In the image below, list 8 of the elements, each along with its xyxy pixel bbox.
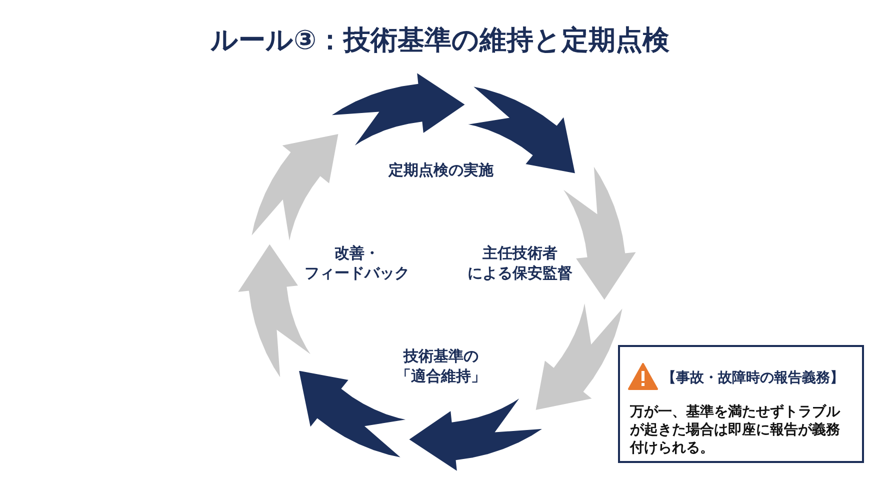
- stage-label: 改善・フィードバック: [304, 242, 410, 284]
- warning-text: 万が一、基準を満たせずトラブルが起きた場合は即座に報告が義務付けられる。: [630, 403, 840, 458]
- warning-panel: [618, 345, 864, 463]
- warning-heading: 【事故・故障時の報告義務】: [662, 369, 844, 387]
- stage-label: 主任技術者による保安監督: [468, 242, 572, 284]
- title: ルール③：技術基準の維持と定期点検: [210, 24, 670, 58]
- stage-label: 定期点検の実施: [388, 160, 494, 180]
- stage-label: 技術基準の「適合維持」: [396, 346, 486, 386]
